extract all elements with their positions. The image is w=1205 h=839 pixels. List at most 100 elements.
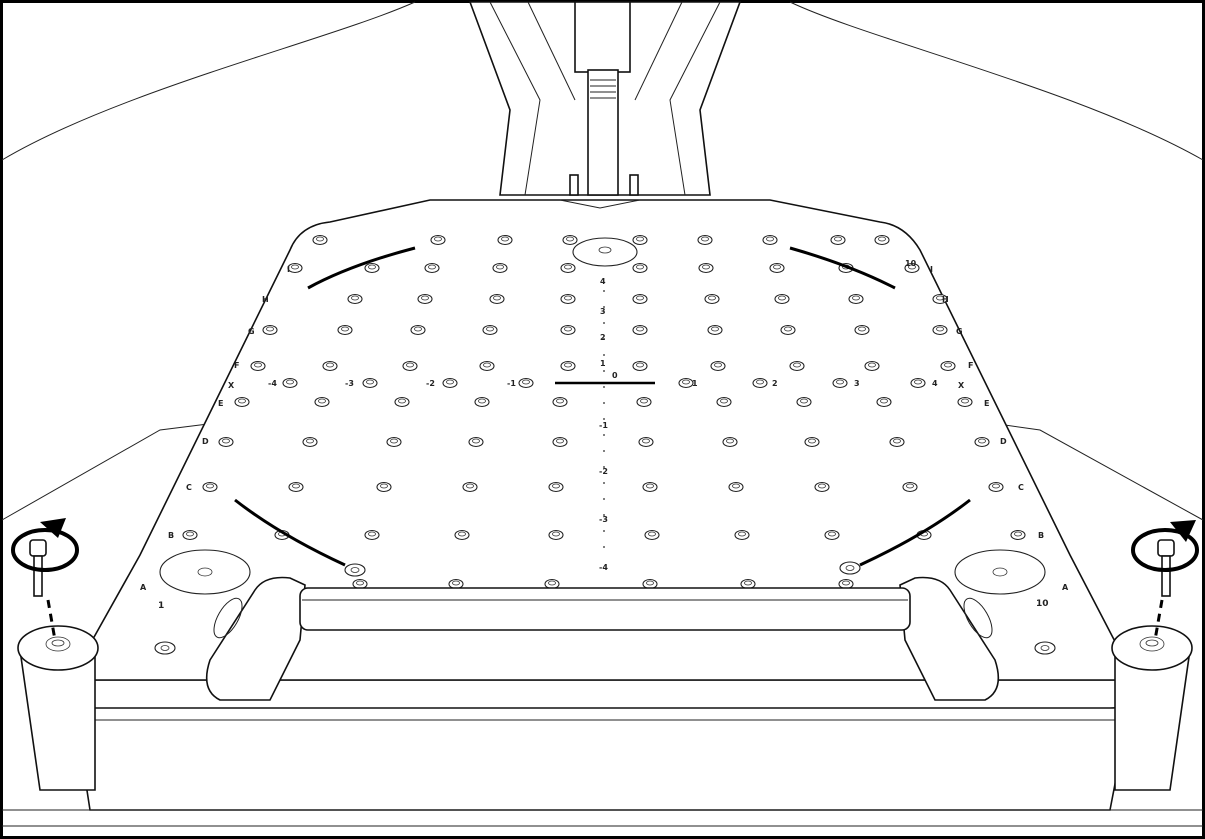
mounting-hole (932, 324, 948, 336)
mounting-hole (202, 481, 218, 493)
mounting-hole (314, 396, 330, 408)
mounting-hole (722, 436, 738, 448)
x-axis-label: -3 (345, 379, 354, 388)
x-axis-label: 2 (772, 379, 778, 388)
mounting-hole (410, 324, 426, 336)
mounting-hole (262, 324, 278, 336)
mounting-hole (468, 436, 484, 448)
mounting-hole (854, 324, 870, 336)
mounting-hole (804, 436, 820, 448)
mounting-hole (497, 234, 513, 246)
row-label: I (930, 265, 933, 274)
mounting-hole (678, 377, 694, 389)
mounting-hole (352, 578, 368, 590)
mounting-hole (312, 234, 328, 246)
row-label: X (958, 381, 965, 390)
row-label: B (168, 531, 174, 540)
corner-hole (1034, 641, 1056, 655)
row-label: H (942, 295, 949, 304)
mounting-hole (394, 396, 410, 408)
mounting-hole (830, 234, 846, 246)
locator-post-left (17, 625, 99, 791)
row-labels-right: I H G F X E D C B A (930, 265, 1069, 592)
mounting-hole (417, 293, 433, 305)
mounting-hole (552, 436, 568, 448)
boss-top-center (572, 237, 638, 267)
y-axis-label: 3 (600, 307, 606, 316)
row-label: G (956, 327, 963, 336)
mounting-hole (728, 481, 744, 493)
row-label: F (234, 361, 239, 370)
y-axis-label: 2 (600, 333, 606, 342)
mounting-hole (697, 234, 713, 246)
hole-grid (154, 234, 1056, 655)
mounting-hole (796, 396, 812, 408)
mounting-hole (322, 360, 338, 372)
mounting-hole (347, 293, 363, 305)
mounting-hole (838, 578, 854, 590)
mounting-hole (988, 481, 1004, 493)
mounting-hole (386, 436, 402, 448)
alignment-arcs (234, 246, 971, 567)
boss-right (954, 549, 1046, 595)
mounting-hole (489, 293, 505, 305)
mounting-hole (974, 436, 990, 448)
mounting-hole (642, 578, 658, 590)
mounting-hole (424, 262, 440, 274)
row-labels-left: I H G F X E D C B A (140, 265, 290, 592)
mounting-hole (562, 234, 578, 246)
mounting-hole (448, 578, 464, 590)
mounting-hole (814, 481, 830, 493)
x-axis-label: -2 (426, 379, 435, 388)
mounting-hole (874, 234, 890, 246)
mounting-hole (430, 234, 446, 246)
x-axis-label: -1 (507, 379, 516, 388)
mounting-hole (364, 529, 380, 541)
mounting-hole (632, 234, 648, 246)
x-axis-label: 0 (612, 371, 618, 380)
carry-handle (205, 576, 1000, 701)
x-axis-label: 4 (932, 379, 938, 388)
row-label: D (1000, 437, 1007, 446)
rotate-cw-icon (1131, 520, 1199, 572)
mounting-hole (454, 529, 470, 541)
mounting-hole (287, 262, 303, 274)
mounting-hole (762, 234, 778, 246)
mounting-hole (774, 293, 790, 305)
mounting-hole (442, 377, 458, 389)
x-axis-label: -4 (268, 379, 277, 388)
mounting-hole (492, 262, 508, 274)
y-axis-label: 1 (600, 359, 606, 368)
mounting-hole (642, 481, 658, 493)
mounting-hole (824, 529, 840, 541)
row-label: A (140, 583, 147, 592)
center-crosshair (555, 290, 655, 560)
mounting-hole (632, 360, 648, 372)
mounting-hole (740, 578, 756, 590)
mounting-hole (832, 377, 848, 389)
row-label: C (186, 483, 192, 492)
mounting-hole (479, 360, 495, 372)
mounting-hole (902, 481, 918, 493)
mounting-hole (302, 436, 318, 448)
mounting-hole (364, 262, 380, 274)
mounting-hole (282, 377, 298, 389)
rotate-ccw-icon (11, 518, 79, 572)
screw-right (1153, 539, 1175, 641)
mounting-hole (752, 377, 768, 389)
mounting-hole (560, 293, 576, 305)
mounting-hole (707, 324, 723, 336)
mounting-hole (518, 377, 534, 389)
mounting-hole (698, 262, 714, 274)
mounting-hole (636, 396, 652, 408)
row-label: B (1038, 531, 1044, 540)
y-axis-label: 4 (600, 277, 606, 286)
corner-hole (839, 561, 861, 575)
y-axis-labels: 4 3 2 1 -1 -2 -3 -4 (599, 277, 608, 572)
mounting-hole (552, 396, 568, 408)
mounting-hole (544, 578, 560, 590)
mounting-hole (548, 481, 564, 493)
x-axis-label: 1 (692, 379, 698, 388)
